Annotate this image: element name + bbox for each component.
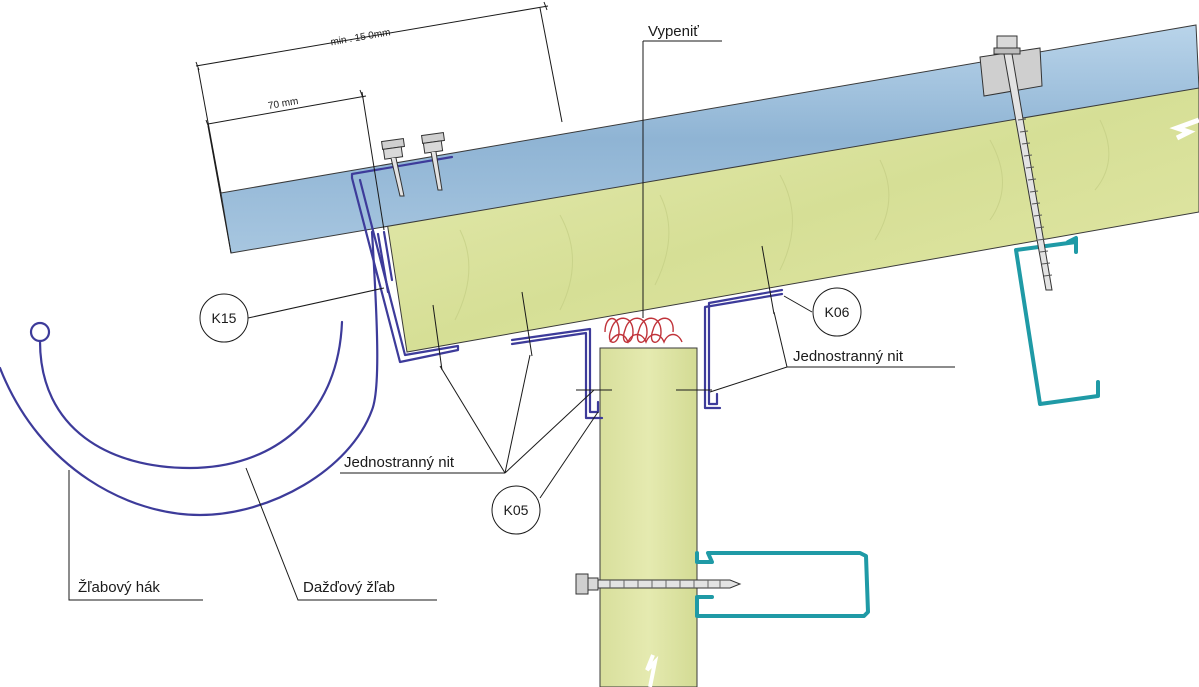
flashing-k06 <box>703 288 784 410</box>
wall-insulation-core <box>599 347 698 687</box>
callout-k06-text: K06 <box>825 304 850 320</box>
dimension-overall: min . 15 0mm <box>330 27 392 48</box>
dimension-overlap: 70 mm <box>267 96 299 112</box>
label-one-sided-rivet-right: Jednostranný nit <box>793 348 904 365</box>
wall-c-purlin <box>695 551 870 618</box>
label-rain-gutter: Dažďový žľab <box>303 579 395 596</box>
callout-k06: K06 <box>812 287 862 337</box>
roof-screw-2 <box>420 131 446 191</box>
wall-sandwich-panel <box>599 347 698 687</box>
purlin-fixing-screw <box>979 35 1053 291</box>
callout-k05-text: K05 <box>504 502 529 518</box>
callout-k15: K15 <box>199 293 249 343</box>
label-gutter-hook: Žľabový hák <box>78 579 160 596</box>
foam-bead <box>604 317 683 344</box>
insulation-texture <box>454 119 1110 321</box>
wall-break-mark <box>645 654 659 687</box>
callout-k15-text: K15 <box>212 310 237 326</box>
flashing-k05 <box>510 327 604 420</box>
label-foam: Vypeniť <box>648 23 699 40</box>
callout-k05: K05 <box>491 485 541 535</box>
flashing-k15 <box>350 155 460 364</box>
rain-gutter <box>29 320 344 470</box>
leader-lines <box>68 40 955 601</box>
panel-break-mark <box>1169 117 1199 141</box>
dimension-lines <box>195 1 563 254</box>
label-one-sided-rivet-left: Jednostranný nit <box>344 454 455 471</box>
roof-screw-1 <box>380 137 406 197</box>
roof-z-purlin <box>1014 236 1100 406</box>
wall-purlin-screw <box>575 573 742 595</box>
gutter-hook <box>0 230 379 517</box>
